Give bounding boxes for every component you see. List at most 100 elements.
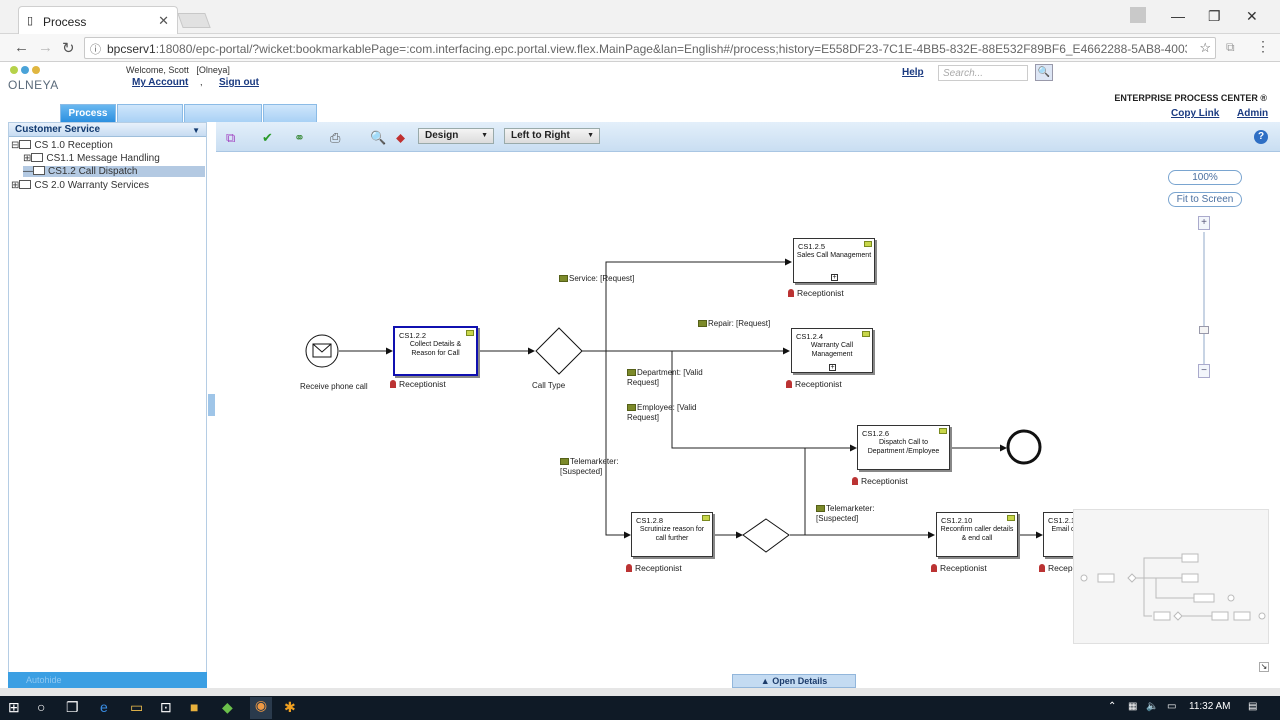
profile-icon[interactable] (1130, 7, 1146, 23)
help-icon[interactable]: ? (1254, 130, 1268, 144)
diagram-toolbar: ⧉ ✔ ⚭ ⎙ 🔍 ⬥ Design▼ Left to Right▼ ? (216, 122, 1280, 152)
tab-2[interactable] (117, 104, 183, 122)
role-receptionist: Receptionist (626, 563, 682, 573)
close-window-icon[interactable]: ✕ (1246, 8, 1258, 24)
extension-icon[interactable]: ⧉ (1226, 40, 1235, 54)
flow-label-telemarketer-2[interactable]: Telemarketer: [Suspected] (816, 504, 875, 523)
minimap[interactable] (1073, 509, 1269, 644)
restore-icon[interactable]: ❐ (1208, 8, 1221, 24)
app-icon[interactable]: ✱ (284, 699, 296, 715)
task-warranty-call[interactable]: CS1.2.4 Warranty Call Management + (791, 328, 873, 373)
flow-label-employee[interactable]: Employee: [Valid Request] (627, 403, 697, 422)
monitor-icon[interactable]: ▭ (1167, 701, 1177, 712)
flow-label-department[interactable]: Department: [Valid Request] (627, 368, 703, 387)
end-event[interactable] (1006, 429, 1042, 465)
copy-link[interactable]: Copy Link (1171, 108, 1220, 119)
chrome-icon[interactable]: ◉ (250, 697, 272, 719)
link-icon[interactable]: ⚭ (294, 130, 305, 145)
flow-label-repair[interactable]: Repair: [Request] (698, 319, 770, 329)
close-tab-icon[interactable]: ✕ (158, 13, 169, 28)
note-icon[interactable] (466, 330, 474, 336)
clock[interactable]: 11:32 AM (1189, 701, 1231, 712)
tree-item-reception[interactable]: ⊟CS 1.0 Reception (11, 140, 113, 151)
zoom-in-icon[interactable]: + (1198, 216, 1210, 230)
task-scrutinize[interactable]: CS1.2.8 Scrutinize reason for call furth… (631, 512, 713, 557)
note-icon[interactable] (864, 241, 872, 247)
validate-icon[interactable]: ✔ (262, 130, 273, 145)
tray-chevron-icon[interactable]: ⌃ (1108, 701, 1117, 712)
forward-icon[interactable]: → (38, 39, 53, 56)
task-sales-call[interactable]: CS1.2.5 Sales Call Management + (793, 238, 875, 283)
zoom-slider-thumb[interactable] (1199, 326, 1209, 334)
note-icon[interactable] (702, 515, 710, 521)
gateway-telemarketer[interactable] (742, 518, 790, 553)
zoom-100-button[interactable]: 100% (1168, 170, 1242, 185)
highlight-icon[interactable]: ⬥ (396, 130, 406, 145)
help-link[interactable]: Help (902, 67, 924, 78)
note-icon[interactable] (1007, 515, 1015, 521)
tab-4[interactable] (263, 104, 317, 122)
new-tab-button[interactable] (177, 13, 211, 28)
bookmark-star-icon[interactable]: ☆ (1199, 40, 1211, 55)
admin-link[interactable]: Admin (1237, 108, 1269, 119)
notifications-icon[interactable]: ▤ (1248, 701, 1258, 712)
gateway-call-type[interactable] (535, 327, 583, 375)
chevron-down-icon[interactable]: ▼ (192, 126, 200, 135)
tree-item-warranty[interactable]: ⊞CS 2.0 Warranty Services (11, 180, 150, 191)
explorer-icon[interactable]: ▭ (130, 699, 144, 715)
flow-label-telemarketer[interactable]: Telemarketer: [Suspected] (560, 457, 619, 476)
app-icon[interactable]: ◆ (222, 699, 233, 715)
zoom-icon[interactable]: 🔍 (370, 130, 387, 145)
minimize-icon[interactable]: — (1171, 8, 1185, 24)
task-dispatch-call[interactable]: CS1.2.6 Dispatch Call to Department /Emp… (857, 425, 950, 470)
collapse-panel-handle[interactable] (208, 394, 215, 416)
autohide-toggle[interactable]: Autohide (8, 672, 207, 688)
sign-out-link[interactable]: Sign out (219, 77, 259, 88)
windows-start-icon[interactable]: ⊞ (8, 699, 20, 715)
search-icon[interactable]: 🔍 (1035, 64, 1053, 81)
app-icon[interactable]: ■ (190, 699, 199, 715)
note-icon[interactable] (862, 331, 870, 337)
expand-icon[interactable]: + (831, 274, 838, 281)
tree-item-call-dispatch[interactable]: —CS1.2 Call Dispatch (23, 166, 205, 177)
role-receptionist: Receptionist (786, 379, 842, 389)
role-receptionist: Receptionist (788, 288, 844, 298)
browser-tab[interactable]: ▯ Process ✕ (18, 6, 178, 34)
tab-process[interactable]: Process (60, 104, 116, 122)
copy-icon[interactable]: ⧉ (226, 130, 236, 145)
url-input[interactable]: ⓘ bpcserv1:18080/epc-portal/?wicket:book… (84, 37, 1216, 59)
zoom-slider-track[interactable] (1203, 232, 1205, 364)
task-view-icon[interactable]: ❐ (66, 699, 79, 715)
direction-select[interactable]: Left to Right▼ (504, 128, 600, 144)
edge-icon[interactable]: e (100, 699, 108, 715)
expand-icon[interactable]: + (829, 364, 836, 371)
tab-3[interactable] (184, 104, 262, 122)
task-reconfirm[interactable]: CS1.2.10 Reconfirm caller details & end … (936, 512, 1018, 557)
chevron-down-icon: ▼ (587, 132, 594, 139)
process-selector[interactable]: Customer Service ▼ (9, 123, 206, 137)
process-canvas[interactable]: Receive phone call Call Type CS1.2.2 Col… (216, 152, 1280, 674)
resize-minimap-icon[interactable]: ↘ (1259, 662, 1269, 672)
note-icon[interactable] (939, 428, 947, 434)
zoom-out-icon[interactable]: − (1198, 364, 1210, 378)
flow-label-service[interactable]: Service: [Request] (559, 274, 634, 284)
fit-to-screen-button[interactable]: Fit to Screen (1168, 192, 1242, 207)
info-icon[interactable]: ⓘ (90, 44, 101, 56)
search-icon[interactable]: ○ (37, 699, 46, 715)
my-account-link[interactable]: My Account (132, 77, 189, 88)
condition-icon (816, 505, 825, 512)
volume-icon[interactable]: 🔈 (1146, 701, 1159, 712)
store-icon[interactable]: ⊡ (160, 699, 172, 715)
role-receptionist: Receptionist (852, 476, 908, 486)
open-details-button[interactable]: ▲ Open Details (732, 674, 856, 688)
tree-item-message-handling[interactable]: ⊞CS1.1 Message Handling (23, 153, 160, 164)
task-collect-details[interactable]: CS1.2.2 Collect Details & Reason for Cal… (393, 326, 478, 376)
search-input[interactable]: Search... (938, 65, 1028, 81)
print-icon[interactable]: ⎙ (330, 130, 341, 145)
flow-lines (305, 258, 1043, 553)
network-icon[interactable]: ▦ (1128, 701, 1138, 712)
reload-icon[interactable]: ↻ (62, 40, 75, 57)
back-icon[interactable]: ← (14, 39, 29, 56)
mode-select[interactable]: Design▼ (418, 128, 494, 144)
menu-icon[interactable]: ⋮ (1256, 38, 1270, 54)
